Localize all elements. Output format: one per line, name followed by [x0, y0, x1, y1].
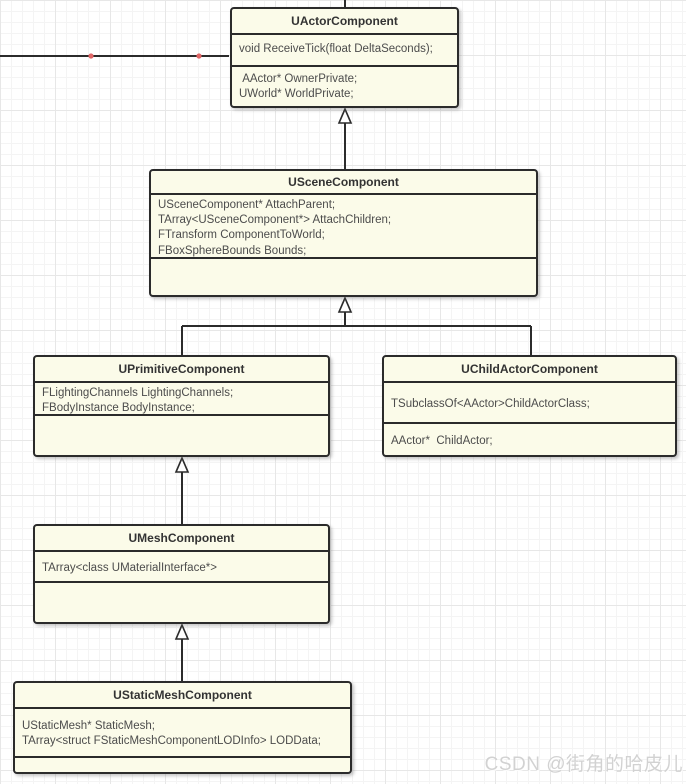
inheritance-connector-mesh-primitive[interactable]: [174, 455, 190, 524]
class-box-uscenecomponent[interactable]: USceneComponent USceneComponent* AttachP…: [149, 169, 538, 297]
inheritance-connector-branch[interactable]: [181, 295, 532, 355]
class-section-fields: AActor* OwnerPrivate; UWorld* WorldPriva…: [239, 73, 358, 100]
inheritance-arrow-icon: [337, 106, 353, 124]
inheritance-arrow-icon: [337, 295, 353, 313]
class-section-empty: [151, 259, 536, 295]
class-section-methods: void ReceiveTick(float DeltaSeconds);: [232, 35, 457, 67]
class-box-ustaticmeshcomponent[interactable]: UStaticMeshComponent UStaticMesh* Static…: [13, 681, 352, 774]
inheritance-arrow-icon: [174, 622, 190, 640]
red-dot[interactable]: [196, 53, 202, 59]
class-box-uchildactorcomponent[interactable]: UChildActorComponent TSubclassOf<AActor>…: [382, 355, 677, 457]
class-section-fields: TSubclassOf<AActor>ChildActorClass;: [384, 383, 675, 424]
class-box-umeshcomponent[interactable]: UMeshComponent TArray<class UMaterialInt…: [33, 524, 330, 624]
class-title: UPrimitiveComponent: [35, 357, 328, 383]
connector-left-line[interactable]: [0, 53, 229, 59]
class-section-fields: FLightingChannels LightingChannels; FBod…: [35, 383, 328, 416]
inheritance-connector-static-mesh[interactable]: [174, 622, 190, 681]
class-section-fields-2: AActor* ChildActor;: [391, 435, 493, 447]
class-box-uactorcomponent[interactable]: UActorComponent void ReceiveTick(float D…: [230, 7, 459, 108]
class-section-empty: [35, 416, 328, 455]
class-section-empty: [35, 583, 328, 622]
class-section-fields: USceneComponent* AttachParent; TArray<US…: [151, 195, 536, 259]
class-box-uprimitivecomponent[interactable]: UPrimitiveComponent FLightingChannels Li…: [33, 355, 330, 457]
class-title: USceneComponent: [151, 171, 536, 195]
class-section-fields: UStaticMesh* StaticMesh; TArray<struct F…: [15, 709, 350, 758]
class-section-fields: TArray<class UMaterialInterface*>: [35, 552, 328, 583]
red-dot[interactable]: [88, 53, 94, 59]
class-section-empty: [15, 758, 350, 772]
class-title: UChildActorComponent: [384, 357, 675, 383]
inheritance-connector-scene-actor[interactable]: [337, 106, 353, 169]
class-title: UStaticMeshComponent: [15, 683, 350, 709]
class-title: UMeshComponent: [35, 526, 328, 552]
watermark: CSDN @街角的哈皮儿: [484, 754, 683, 775]
inheritance-arrow-icon: [174, 455, 190, 473]
class-title: UActorComponent: [232, 9, 457, 35]
